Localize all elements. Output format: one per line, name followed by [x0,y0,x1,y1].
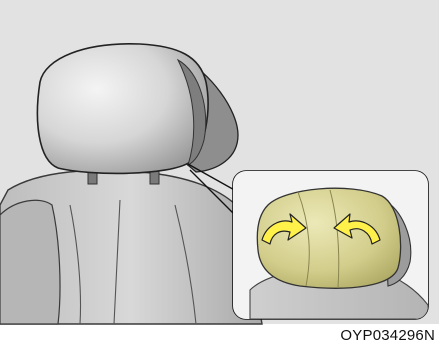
seat-back-left-bolster [0,200,60,324]
detail-inset [233,171,428,319]
figure-code: OYP034296N [340,328,435,343]
